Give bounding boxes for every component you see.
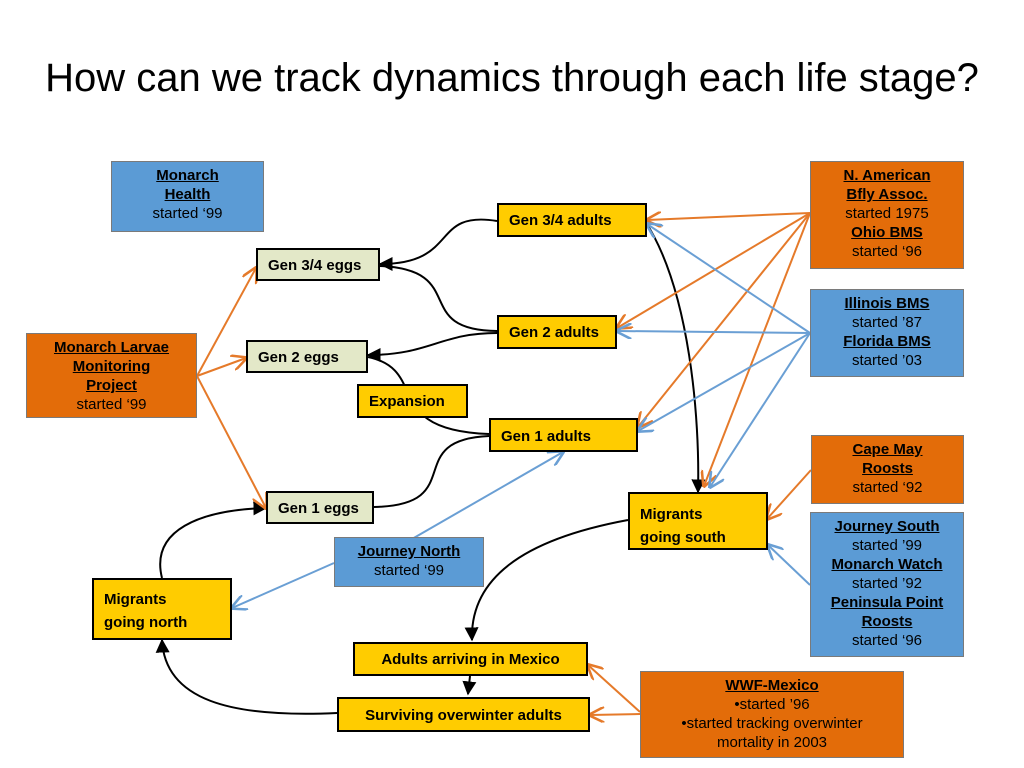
illinois-bms-name: Illinois BMS: [844, 295, 930, 312]
arrow-illinois-to-gen1adults: [638, 332, 811, 431]
arrow-naba-to-gen1adults: [638, 212, 811, 427]
arrow-naba-to-gen2adults: [617, 212, 811, 328]
gen1-eggs-label: Gen 1 eggs: [278, 500, 359, 517]
mlmp-box: Monarch Larvae Monitoring Project starte…: [26, 333, 197, 418]
mlmp-name1: Monarch Larvae: [53, 339, 170, 356]
journey-north-name: Journey North: [357, 543, 461, 560]
peninsula-point-name1: Peninsula Point: [830, 594, 944, 611]
monarch-watch-started: started ’92: [851, 575, 923, 592]
wwf-mexico-line3: mortality in 2003: [716, 734, 828, 751]
florida-bms-started: started ’03: [851, 352, 923, 369]
arrow-illinois-to-gen34adults: [647, 224, 811, 334]
cape-may-box: Cape May Roosts started ‘92: [811, 435, 964, 504]
orange-arrows: [196, 212, 812, 715]
peninsula-point-started: started ‘96: [851, 632, 923, 649]
naba-box: N. American Bfly Assoc. started 1975 Ohi…: [810, 161, 964, 269]
journey-south-name: Journey South: [834, 518, 940, 535]
arrow-gen2adults-to-gen2eggs: [366, 332, 498, 362]
gen34-eggs-label: Gen 3/4 eggs: [268, 257, 362, 274]
arrow-wwf-to-mexico: [588, 665, 641, 713]
gen34-adults-label: Gen 3/4 adults: [509, 212, 612, 229]
cape-may-name1: Cape May: [852, 441, 923, 458]
illinois-bms-started: started ’87: [851, 314, 923, 331]
arrow-mlmp-to-gen34eggs: [196, 268, 256, 377]
arrow-journeynorth-to-migrants-north: [232, 562, 335, 608]
monarch-health-name2: Health: [164, 186, 211, 203]
arrow-surviving-to-migrants-north: [155, 638, 338, 715]
migrants-north-line2: going north: [104, 614, 188, 631]
adults-mexico-box: Adults arriving in Mexico: [353, 642, 588, 676]
cycle-arrows: [155, 218, 706, 715]
migrants-south-box: Migrants going south: [628, 492, 768, 550]
adults-mexico-label: Adults arriving in Mexico: [381, 651, 560, 668]
expansion-box: Expansion: [357, 384, 468, 418]
cape-may-started: started ‘92: [852, 479, 923, 496]
gen2-eggs-label: Gen 2 eggs: [258, 349, 339, 366]
migrants-south-line2: going south: [640, 529, 726, 546]
naba-started1: started 1975: [845, 205, 929, 222]
gen34-eggs-box: Gen 3/4 eggs: [256, 248, 380, 281]
journey-south-started: started ’99: [851, 537, 923, 554]
arrow-illinois-to-migrants-south: [710, 332, 811, 487]
journey-north-box: Journey North started ‘99: [334, 537, 484, 587]
arrow-migrants-south-to-mexico: [464, 519, 629, 642]
cape-may-name2: Roosts: [862, 460, 913, 477]
gen34-adults-box: Gen 3/4 adults: [497, 203, 647, 237]
arrow-gen34adults-to-migrants-south: [644, 220, 706, 494]
arrow-naba-to-gen34adults: [647, 213, 811, 220]
ohio-bms-name: Ohio BMS: [851, 224, 923, 241]
monarch-health-box: Monarch Health started ‘99: [111, 161, 264, 232]
mlmp-started: started ‘99: [76, 396, 147, 413]
gen2-eggs-box: Gen 2 eggs: [246, 340, 368, 373]
arrow-migrants-north-to-gen1eggs: [159, 501, 268, 579]
naba-name2: Bfly Assoc.: [846, 186, 928, 203]
arrow-mlmp-to-gen1eggs: [196, 375, 266, 508]
arrow-naba-to-migrants-south: [704, 212, 811, 486]
surviving-label: Surviving overwinter adults: [365, 707, 562, 724]
mlmp-name3: Project: [86, 377, 137, 394]
illinois-florida-box: Illinois BMS started ’87 Florida BMS sta…: [810, 289, 964, 377]
arrow-gen34eggs-to-gen2adults: [379, 265, 498, 332]
wwf-mexico-line1: •started ’96: [734, 696, 810, 713]
monarch-watch-name: Monarch Watch: [831, 556, 943, 573]
blue-arrows: [232, 224, 811, 608]
migrants-south-line1: Migrants: [640, 506, 703, 523]
migrants-north-box: Migrants going north: [92, 578, 232, 640]
arrow-gen1adults-to-gen1eggs: [373, 435, 490, 508]
gen2-adults-label: Gen 2 adults: [509, 324, 600, 341]
journey-north-started: started ‘99: [373, 562, 445, 579]
naba-name1: N. American: [843, 167, 931, 184]
arrow-mexico-to-surviving: [462, 675, 477, 696]
monarch-health-name1: Monarch: [156, 167, 219, 184]
gen1-eggs-box: Gen 1 eggs: [266, 491, 374, 524]
slide-title: How can we track dynamics through each l…: [45, 55, 979, 100]
surviving-box: Surviving overwinter adults: [337, 697, 590, 732]
wwf-mexico-box: WWF-Mexico •started ’96 •started trackin…: [640, 671, 904, 758]
gen2-adults-box: Gen 2 adults: [497, 315, 617, 349]
migrants-north-line1: Migrants: [104, 591, 167, 608]
mlmp-name2: Monitoring: [72, 358, 151, 375]
ohio-bms-started: started ‘96: [851, 243, 923, 260]
expansion-label: Expansion: [369, 393, 445, 410]
journey-south-box: Journey South started ’99 Monarch Watch …: [810, 512, 964, 657]
arrow-capemay-to-migrants-south: [767, 469, 812, 519]
arrow-mlmp-to-gen2eggs: [196, 358, 246, 377]
arrow-journeynorth-to-gen1adults: [411, 452, 563, 540]
arrow-journeysouth-to-migrants-south: [768, 545, 811, 586]
wwf-mexico-line2: •started tracking overwinter: [681, 715, 863, 732]
gen1-adults-box: Gen 1 adults: [489, 418, 638, 452]
arrow-gen34adults-to-gen34eggs: [378, 218, 498, 271]
peninsula-point-name2: Roosts: [861, 613, 913, 630]
arrow-illinois-to-gen2adults: [617, 331, 811, 333]
monarch-health-started: started ‘99: [152, 205, 223, 222]
arrow-wwf-to-surviving: [590, 714, 641, 715]
florida-bms-name: Florida BMS: [843, 333, 931, 350]
gen1-adults-label: Gen 1 adults: [501, 428, 592, 445]
wwf-mexico-name: WWF-Mexico: [725, 677, 819, 694]
